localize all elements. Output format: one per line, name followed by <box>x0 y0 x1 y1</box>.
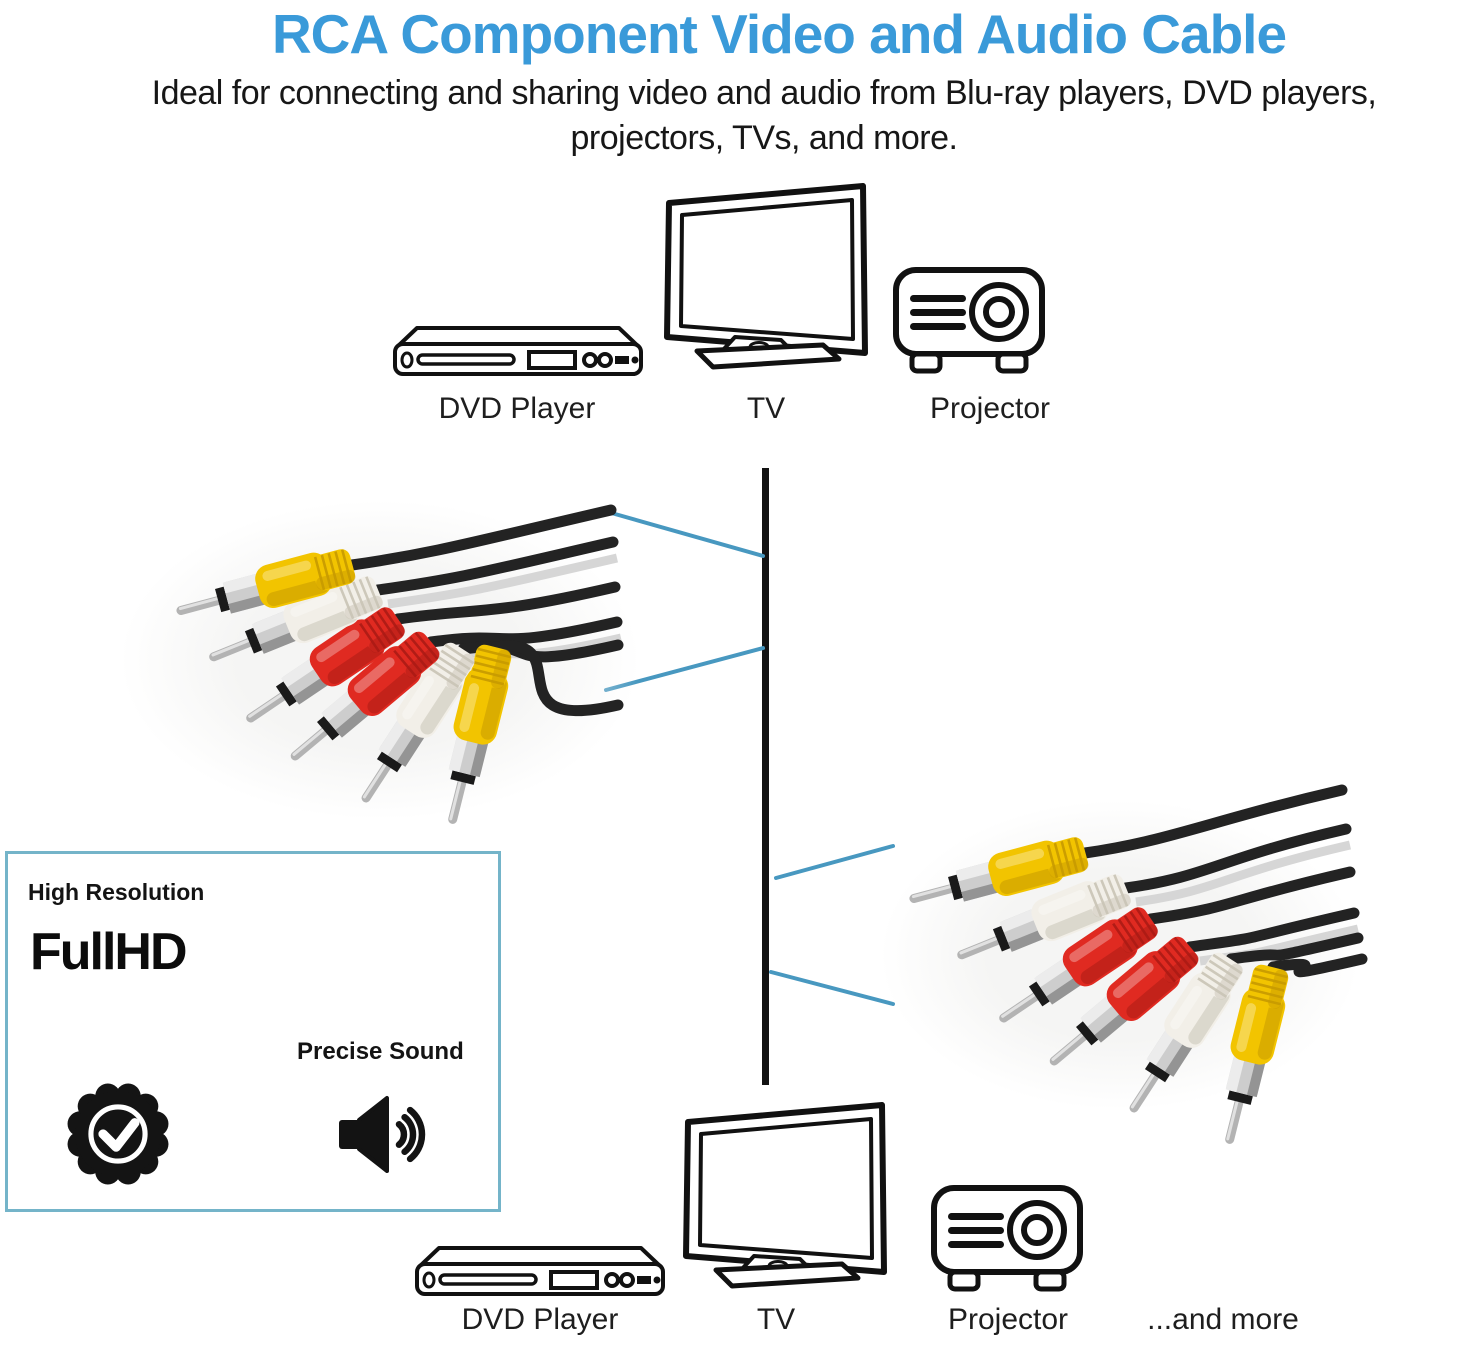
speaker-icon <box>339 1096 426 1173</box>
device-label-projector-top: Projector <box>929 392 1051 425</box>
tv-icon <box>664 183 868 370</box>
precise-sound-label: Precise Sound <box>297 1038 464 1065</box>
rca-cable-photo-left <box>176 504 624 824</box>
projector-icon <box>893 267 1045 374</box>
dvd-player-icon <box>415 1246 665 1296</box>
subtitle-line-1: Ideal for connecting and sharing video a… <box>151 74 1377 112</box>
page-title: RCA Component Video and Audio Cable <box>271 3 1287 65</box>
device-label-dvd-top: DVD Player <box>438 392 596 425</box>
subtitle-line-2: projectors, TVs, and more. <box>570 119 958 157</box>
projector-icon <box>931 1185 1083 1292</box>
verified-badge-icon <box>67 1083 169 1185</box>
high-resolution-label: High Resolution <box>28 879 205 905</box>
device-label-dvd-bottom: DVD Player <box>461 1303 619 1336</box>
device-label-tv-top: TV <box>746 392 786 425</box>
device-label-projector-bottom: Projector <box>947 1303 1069 1336</box>
tv-icon <box>683 1102 887 1289</box>
fullhd-logo: FullHD <box>30 923 188 981</box>
and-more-label: ...and more <box>1147 1303 1299 1336</box>
dvd-player-icon <box>393 326 643 376</box>
rca-cable-photo-right <box>909 784 1368 1144</box>
device-label-tv-bottom: TV <box>756 1303 796 1336</box>
